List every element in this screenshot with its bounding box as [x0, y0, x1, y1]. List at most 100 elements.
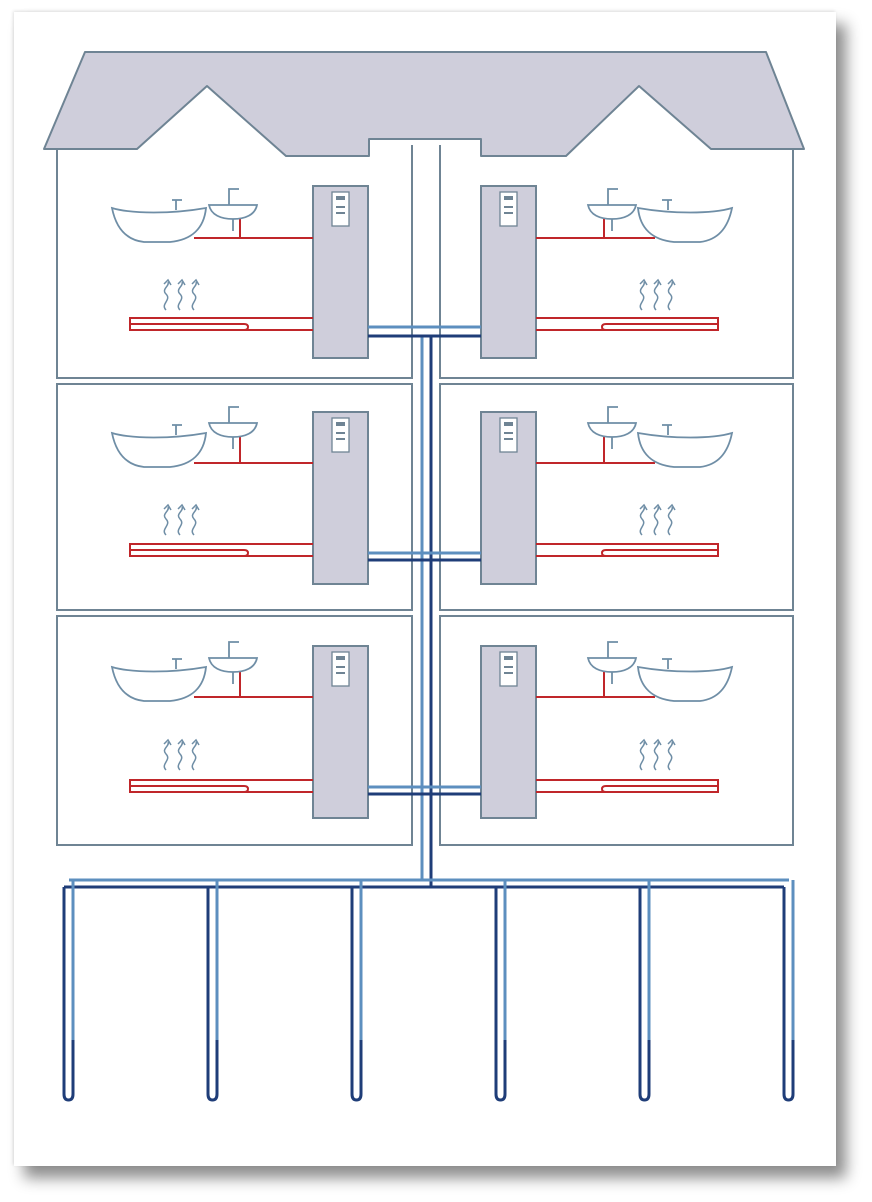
heat-pump-units — [312, 185, 537, 819]
warm-air-arrow — [653, 503, 662, 536]
underfloor-heating-coil — [130, 323, 250, 331]
warm-air-arrow — [177, 503, 186, 536]
bathtub-icon — [110, 658, 208, 702]
ground-loop-supply — [782, 887, 795, 1102]
display-button — [336, 432, 345, 434]
underfloor-heating-coil — [600, 785, 718, 793]
warm-air-icon — [639, 278, 676, 311]
brine-pipes — [64, 325, 789, 889]
washbasin-icon — [207, 641, 259, 684]
warm-air-arrow — [653, 278, 662, 311]
display-screen — [504, 422, 513, 426]
warm-air-arrow — [639, 503, 648, 536]
bathtub-basin — [110, 206, 208, 243]
diagram-sheet — [14, 12, 836, 1166]
warm-air-arrow — [163, 278, 172, 311]
bathtub-basin — [110, 431, 208, 468]
warm-air-icon — [639, 738, 676, 771]
warm-air-arrow — [163, 503, 172, 536]
washbasin-bowl — [207, 204, 259, 220]
heat-pump-display-panel — [499, 191, 518, 227]
display-screen — [504, 656, 513, 660]
roof — [43, 51, 805, 157]
apartment-outline-right — [439, 145, 794, 379]
washbasin-icon — [207, 188, 259, 231]
warm-air-arrow — [667, 278, 676, 311]
heat-pump-unit — [480, 185, 537, 359]
washbasin-tap — [607, 188, 618, 205]
bathtub-tap — [662, 658, 672, 669]
warm-air-arrow — [667, 503, 676, 536]
ground-loops — [62, 880, 795, 1102]
warm-air-icon — [163, 503, 200, 536]
washbasin-icon — [207, 406, 259, 449]
heat-pump-display-panel — [499, 417, 518, 453]
apartment-outline-left — [56, 383, 413, 611]
bathtub-tap — [662, 424, 672, 435]
warm-air-arrow — [191, 503, 200, 536]
washbasin-tap — [228, 406, 239, 423]
apartment-outline-left — [56, 145, 413, 379]
ground-loop-supply — [206, 887, 219, 1102]
roof-shape — [43, 51, 805, 157]
warm-air-icon — [163, 278, 200, 311]
heat-pump-unit — [312, 411, 369, 585]
display-button — [336, 212, 345, 214]
display-screen — [336, 196, 345, 200]
washbasin-tap — [228, 641, 239, 658]
warm-air-icon — [639, 503, 676, 536]
fixtures — [110, 188, 734, 771]
apartment-outline-left — [56, 615, 413, 846]
bathtub-tap — [662, 199, 672, 210]
heat-pump-unit — [312, 185, 369, 359]
display-button — [336, 438, 345, 440]
heat-pump-display-panel — [331, 651, 350, 687]
display-screen — [336, 422, 345, 426]
ground-loop-supply — [494, 887, 507, 1102]
washbasin-bowl — [207, 657, 259, 673]
display-button — [504, 672, 513, 674]
underfloor-heating-coil — [600, 323, 718, 331]
bathtub-icon — [636, 658, 734, 702]
apartment-outline-right — [439, 383, 794, 611]
bathtub-basin — [636, 431, 734, 468]
warm-air-arrow — [653, 738, 662, 771]
hot-water-lines — [129, 208, 719, 793]
bathtub-tap — [172, 199, 182, 210]
bathtub-basin — [636, 206, 734, 243]
bathtub-icon — [636, 424, 734, 468]
underfloor-heating-coil — [130, 785, 250, 793]
bathtub-tap — [172, 424, 182, 435]
heat-pump-display-panel — [499, 651, 518, 687]
display-button — [336, 672, 345, 674]
warm-air-arrow — [667, 738, 676, 771]
display-screen — [504, 196, 513, 200]
bathtub-basin — [636, 665, 734, 702]
ground-loop-supply — [350, 887, 363, 1102]
bathtub-icon — [636, 199, 734, 243]
washbasin-bowl — [586, 422, 638, 438]
display-button — [504, 438, 513, 440]
underfloor-heating-coil — [130, 549, 250, 557]
warm-air-arrow — [191, 278, 200, 311]
display-button — [504, 206, 513, 208]
warm-air-arrow — [191, 738, 200, 771]
washbasin-icon — [586, 641, 638, 684]
heat-pump-unit — [480, 411, 537, 585]
bathtub-icon — [110, 199, 208, 243]
bathtub-icon — [110, 424, 208, 468]
display-button — [504, 666, 513, 668]
warm-air-arrow — [639, 738, 648, 771]
display-button — [336, 666, 345, 668]
warm-air-arrow — [163, 738, 172, 771]
washbasin-bowl — [207, 422, 259, 438]
heat-pump-unit — [480, 645, 537, 819]
washbasin-icon — [586, 406, 638, 449]
ground-loop-supply — [638, 887, 651, 1102]
apartment-outline-right — [439, 615, 794, 846]
apartments — [56, 145, 794, 846]
display-button — [504, 212, 513, 214]
washbasin-icon — [586, 188, 638, 231]
display-button — [504, 432, 513, 434]
